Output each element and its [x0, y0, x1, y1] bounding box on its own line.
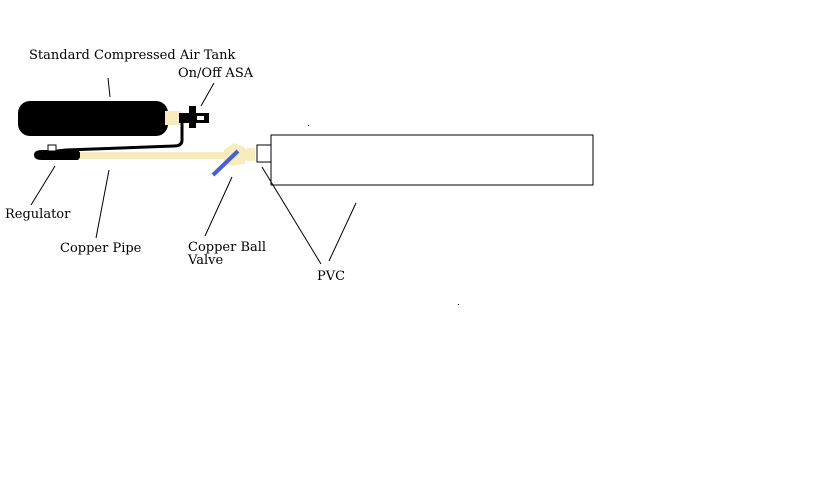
leader-ball-valve: [204, 176, 233, 237]
leader-copper-pipe: [95, 169, 110, 239]
leader-pvc-coupler: [261, 166, 322, 265]
label-asa: On/Off ASA: [178, 66, 254, 81]
leader-pvc-barrel: [328, 202, 357, 262]
label-regulator: Regulator: [5, 207, 71, 222]
label-pvc: PVC: [317, 269, 345, 284]
ball-valve-handle: [211, 149, 240, 177]
ball-valve-fitting: [247, 148, 255, 161]
stray-dot: [308, 125, 309, 126]
leader-regulator: [30, 165, 56, 206]
stray-dot: [458, 304, 459, 305]
regulator-fitting: [47, 144, 57, 152]
label-tank: Standard Compressed Air Tank: [29, 48, 235, 63]
label-ball-valve-1: Copper Ball: [188, 240, 266, 255]
pvc-coupler: [256, 144, 272, 163]
label-ball-valve-2: Valve: [187, 253, 223, 268]
regulator: [34, 150, 82, 160]
air-hose: [39, 123, 184, 155]
pvc-barrel: [270, 134, 594, 186]
leader-tank: [107, 77, 111, 98]
air-tank: [18, 101, 168, 136]
label-copper-pipe: Copper Pipe: [60, 241, 142, 256]
copper-pipe: [80, 152, 226, 159]
leader-asa: [200, 82, 215, 107]
tank-neck: [165, 111, 181, 125]
asa-valve: [179, 106, 209, 128]
